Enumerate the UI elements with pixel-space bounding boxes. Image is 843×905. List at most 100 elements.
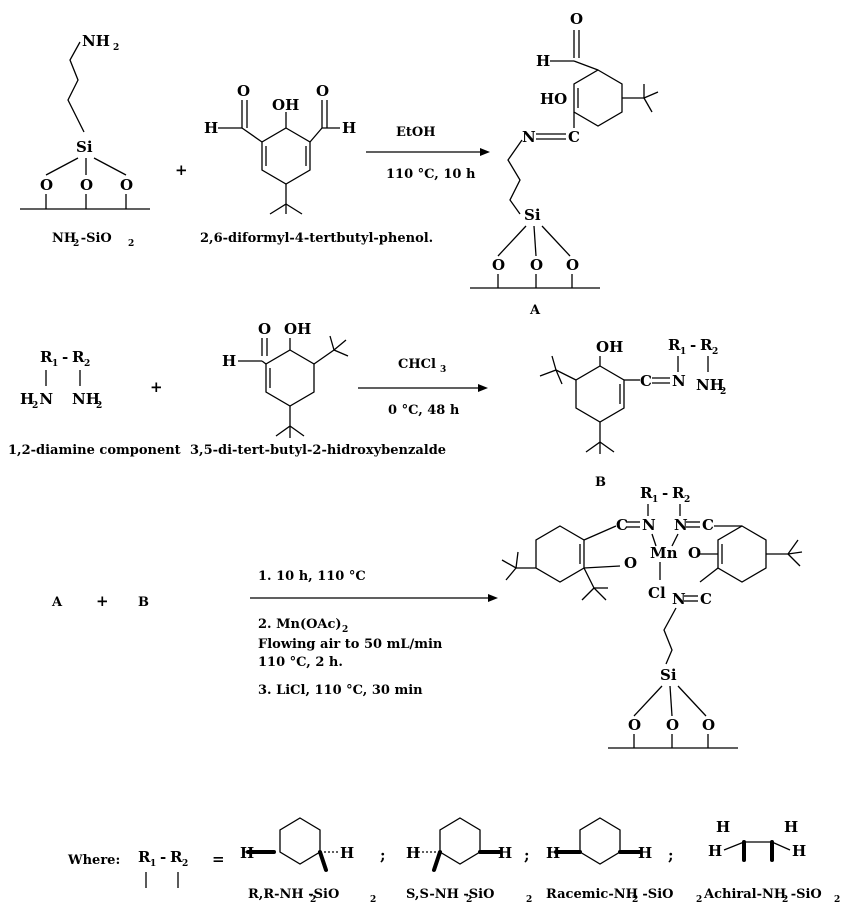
oxygen-cat-mid: O — [666, 716, 679, 734]
conditions-row1: 110 °C, 10 h — [386, 167, 476, 182]
r1-subscript: 1 — [52, 359, 58, 369]
tbutyl-methyl — [289, 425, 305, 437]
option-ss-sub1: 2 — [466, 895, 472, 905]
step-2: 2. Mn(OAc) — [258, 617, 342, 632]
si-o-bond-mid — [533, 225, 537, 257]
ring-catalyst-left — [535, 525, 585, 583]
tbutyl-methyl-2 — [555, 369, 563, 385]
product-a-structure: O H HO C N Si O O O A — [470, 10, 659, 318]
arrow-head — [478, 384, 488, 392]
h-ss-right: H — [498, 844, 512, 862]
ring-product-b — [575, 365, 625, 423]
ring-o-link-left — [583, 565, 621, 569]
propyl-chain-a — [507, 139, 523, 215]
imine-c-right: C — [702, 516, 714, 534]
hydroxyl-label: OH — [272, 96, 299, 114]
diamine-structure: R 1 - R 2 H N 2 NH 2 1,2-diamine compone… — [8, 348, 181, 458]
r1-b: R — [668, 336, 681, 354]
oxygen-a-mid: O — [530, 256, 543, 274]
reactant1-name-sub2: 2 — [128, 239, 134, 249]
phenoxide-o-right: O — [688, 544, 701, 562]
step-1: 1. 10 h, 110 °C — [258, 569, 366, 584]
step-3: 3. LiCl, 110 °C, 30 min — [258, 683, 423, 698]
n-mn-bond-right — [671, 533, 679, 547]
tbutyl-methyl — [599, 441, 615, 453]
si-o-bond-mid — [669, 685, 673, 717]
nh2-label: NH — [72, 390, 100, 408]
aldehyde-h-b: H — [222, 352, 236, 370]
aldehyde-h-left: H — [204, 119, 218, 137]
hydroxyl-label-a: HO — [540, 90, 567, 108]
imine-c-left: C — [616, 516, 628, 534]
plus-sign-row2: + — [150, 378, 163, 396]
legend-equals: = — [212, 850, 225, 868]
tbutyl-b-top — [313, 339, 347, 365]
ring-imine-link-lower — [699, 567, 719, 583]
aldehyde-h-right: H — [342, 119, 356, 137]
dash: - — [62, 348, 68, 366]
sep-3: ; — [668, 846, 674, 864]
imine-nitrogen-a: N — [522, 128, 536, 146]
option-racemic: Racemic-NH -SiO — [546, 887, 673, 902]
oxygen-mid: O — [80, 176, 93, 194]
cyclohexane-rr — [279, 817, 321, 865]
conditions-row2: 0 °C, 48 h — [388, 403, 460, 418]
chloride: Cl — [648, 584, 666, 602]
option-achiral: Achiral-NH -SiO — [703, 887, 822, 902]
cyclohexane-racemic — [579, 817, 621, 865]
mn-salen-catalyst-structure: R 1 - R 2 C N N C Mn O O — [501, 484, 803, 749]
sep-1: ; — [380, 846, 386, 864]
solvent-ethanol: EtOH — [396, 125, 436, 140]
si-o-bond-left — [45, 157, 79, 176]
sep-2: ; — [524, 846, 530, 864]
arrow-head — [480, 148, 490, 156]
diformyl-phenol-structure: OH O H O H 2,6-diformyl-4-tertbutyl-phen… — [200, 82, 433, 246]
option-rr: R,R-NH -SiO — [248, 887, 339, 902]
tbutyl-methyl-2 — [787, 551, 803, 555]
cyclohexane-ss — [439, 817, 481, 865]
tbutyl-left-outer — [501, 559, 536, 569]
solvent-chloroform: CHCl — [398, 357, 436, 372]
legend-r2-sub: 2 — [182, 859, 188, 869]
h-achiral-left: H — [708, 842, 722, 860]
diamine-name: 1,2-diamine component — [8, 443, 181, 458]
tbutyl-methyl — [787, 553, 801, 567]
plus-sign-row1: + — [175, 161, 188, 179]
option-ss-sub2: 2 — [526, 895, 532, 905]
imine-nitrogen-b: N — [672, 372, 686, 390]
h2n-subscript: 2 — [32, 401, 38, 411]
aldehyde-name: 3,5-di-tert-butyl-2-hidroxybenzalde — [190, 443, 446, 458]
h-rr-left: H — [240, 844, 254, 862]
tbutyl-methyl-2 — [515, 551, 519, 569]
tbutyl-methyl — [285, 203, 303, 215]
oxygen-right: O — [120, 176, 133, 194]
manganese-center: Mn — [650, 544, 678, 562]
r1-catalyst-sub: 1 — [652, 495, 658, 505]
reaction-arrow-2: CHCl 3 0 °C, 48 h — [358, 357, 488, 418]
r2-b-sub: 2 — [712, 347, 718, 357]
aldehyde-oxygen-right: O — [316, 82, 329, 100]
plus-sign-row3: + — [96, 592, 109, 610]
si-o-bond-right — [541, 225, 571, 257]
legend-r2: R — [170, 848, 183, 866]
tbutyl-group — [269, 184, 287, 215]
product-a-label: A — [529, 303, 541, 318]
si-o-bond-right — [93, 157, 127, 176]
salicylaldehyde-structure: O H OH 3,5-di-tert-butyl-2-hidroxybenzal… — [190, 320, 446, 458]
si-o-bond-left — [633, 685, 663, 717]
ring-cho-bond-right — [309, 127, 323, 143]
ring-catalyst-right — [717, 525, 767, 583]
tbutyl-a — [622, 84, 645, 99]
imine-n-left: N — [642, 516, 656, 534]
nh2-b: NH — [696, 376, 724, 394]
propyl-chain — [67, 41, 85, 133]
solvent-subscript: 3 — [440, 365, 446, 375]
tbutyl-a-methyl-2 — [643, 97, 653, 113]
r2-subscript: 2 — [84, 359, 90, 369]
oxygen-cat-left: O — [628, 716, 641, 734]
oxygen-left: O — [40, 176, 53, 194]
reaction-arrow-3: 1. 10 h, 110 °C 2. Mn(OAc) 2 Flowing air… — [250, 569, 498, 698]
hydroxyl-product-b: OH — [596, 338, 623, 356]
tbutyl-methyl — [505, 567, 517, 581]
option-racemic-sub1: 2 — [632, 895, 638, 905]
